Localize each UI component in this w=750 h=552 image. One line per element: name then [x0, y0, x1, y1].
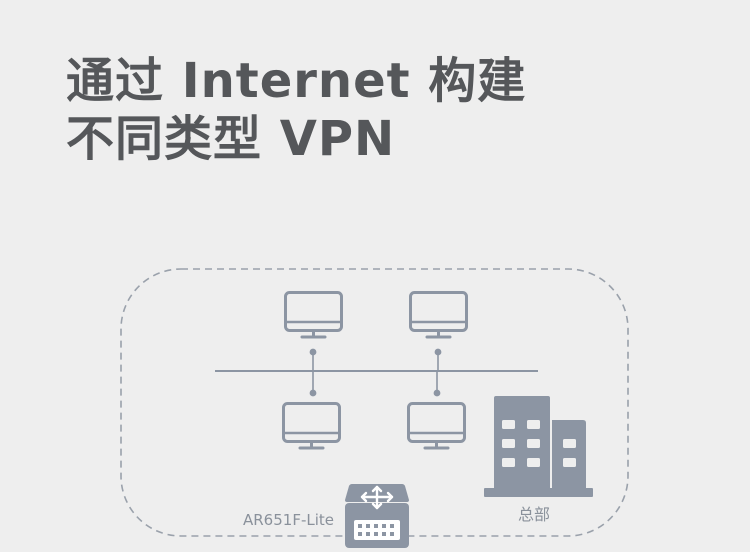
monitor-icon	[284, 291, 343, 339]
monitor-icon	[407, 402, 466, 450]
monitor-icon	[282, 402, 341, 450]
title-line-1: 通过 Internet 构建	[66, 53, 527, 109]
monitor-icon	[409, 291, 468, 339]
building-icon	[484, 396, 593, 497]
router-label: AR651F-Lite	[243, 511, 334, 529]
connector-lines	[309, 348, 442, 397]
headquarters-label: 总部	[518, 505, 551, 524]
page-title: 通过 Internet 构建 不同类型 VPN	[66, 52, 526, 168]
title-line-2: 不同类型 VPN	[66, 111, 396, 167]
router-icon	[345, 484, 409, 548]
